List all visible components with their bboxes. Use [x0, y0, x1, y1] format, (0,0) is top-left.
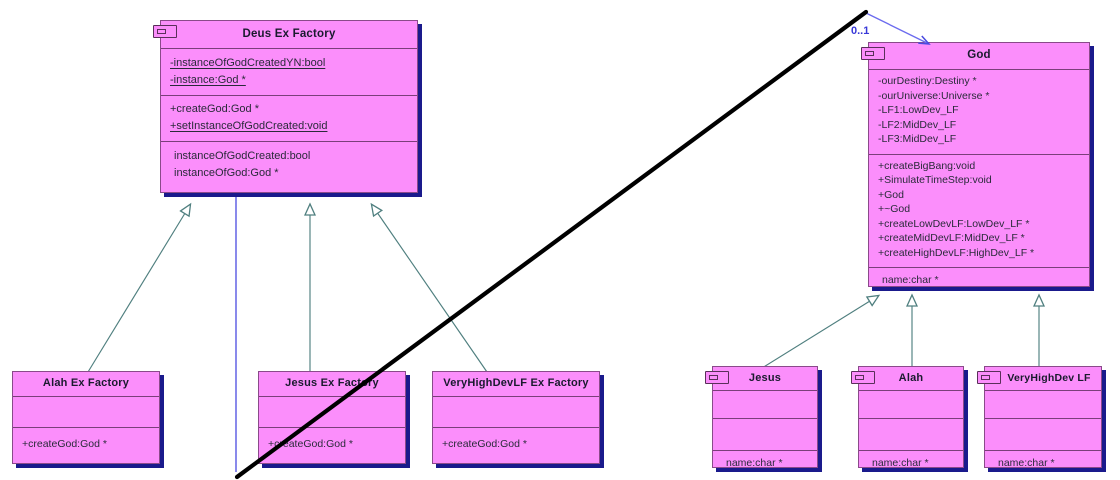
generalization-jesus-to-god [761, 294, 881, 369]
attribute-item: -LF1:LowDev_LF [878, 104, 959, 116]
operation-item: +createMidDevLF:MidDev_LF * [878, 232, 1025, 244]
operation-item: +setInstanceOfGodCreated:void [170, 120, 328, 132]
attributes-compartment-alah-ex-factory [13, 397, 159, 427]
operation-item: +SimulateTimeStep:void [878, 174, 992, 186]
operation-item: +createGod:God * [268, 438, 353, 450]
responsibilities-compartment-deus: instanceOfGodCreated:bool instanceOfGod:… [161, 142, 417, 185]
class-connector-tab-icon [153, 25, 177, 38]
attribute-item: -ourUniverse:Universe * [878, 89, 990, 102]
attribute-item: -LF2:MidDev_LF [878, 118, 957, 131]
association-arrow-to-god [865, 12, 931, 45]
operations-compartment-jesus [713, 419, 817, 450]
responsibility-item: instanceOfGodCreated:bool [174, 150, 311, 162]
compartment-separator [985, 418, 1101, 419]
class-box-alah-ex-factory[interactable]: Alah Ex Factory +createGod:God * [12, 371, 160, 464]
compartment-separator [859, 450, 963, 451]
generalization-alahexfactory-to-deus [87, 202, 192, 373]
operation-item: +createHighDevLF:HighDev_LF * [878, 246, 1035, 259]
attributes-compartment-veryhighdev-lf [985, 391, 1101, 418]
operation-item: +createLowDevLF:LowDev_LF * [878, 217, 1030, 230]
responsibilities-compartment-jesus: name:char * [713, 451, 817, 474]
operation-item: +God [878, 188, 904, 201]
attribute-item: -instance:God * [170, 74, 246, 86]
class-connector-tab-icon [705, 371, 729, 384]
compartment-separator [859, 390, 963, 391]
multiplicity-label-0-1: 0..1 [851, 25, 870, 37]
attribute-item: -instanceOfGodCreatedYN:bool [170, 57, 326, 69]
operations-compartment-alah [859, 419, 963, 450]
operation-item: +createGod:God * [170, 103, 259, 115]
attributes-compartment-deus: -instanceOfGodCreatedYN:bool -instance:G… [161, 49, 417, 92]
compartment-separator [859, 418, 963, 419]
operation-item: +~God [878, 203, 911, 215]
operation-item: +createGod:God * [22, 438, 107, 450]
class-title-alah: Alah [898, 372, 924, 384]
attributes-compartment-god: -ourDestiny:Destiny * -ourUniverse:Unive… [869, 70, 1089, 150]
class-box-deus-ex-factory[interactable]: Deus Ex Factory -instanceOfGodCreatedYN:… [153, 20, 418, 193]
attribute-item: -LF3:MidDev_LF [878, 133, 957, 145]
responsibility-item: name:char * [872, 457, 929, 469]
class-title-alah-ex-factory: Alah Ex Factory [42, 377, 130, 389]
operations-compartment-jesus-ex-factory: +createGod:God * [259, 428, 405, 455]
compartment-separator [13, 396, 159, 397]
class-box-veryhighdevlf-ex-factory[interactable]: VeryHighDevLF Ex Factory +createGod:God … [432, 371, 600, 464]
operation-item: +createBigBang:void [878, 159, 976, 172]
operations-compartment-god: +createBigBang:void +SimulateTimeStep:vo… [869, 155, 1089, 264]
attributes-compartment-jesus [713, 391, 817, 418]
compartment-separator [869, 69, 1089, 70]
class-connector-tab-icon [977, 371, 1001, 384]
operations-compartment-alah-ex-factory: +createGod:God * [13, 428, 159, 455]
operation-item: +createGod:God * [442, 438, 527, 450]
class-box-god[interactable]: God -ourDestiny:Destiny * -ourUniverse:U… [861, 42, 1090, 287]
class-box-alah[interactable]: Alah name:char * [851, 366, 964, 469]
compartment-separator [985, 450, 1101, 451]
responsibility-item: name:char * [998, 457, 1055, 469]
attributes-compartment-jesus-ex-factory [259, 397, 405, 427]
class-box-jesus-ex-factory[interactable]: Jesus Ex Factory +createGod:God * [258, 371, 406, 464]
class-connector-tab-icon [861, 47, 885, 60]
generalization-veryhighdevlfexfactory-to-deus [370, 202, 488, 373]
attribute-item: -ourDestiny:Destiny * [878, 75, 977, 87]
compartment-separator [869, 267, 1089, 268]
class-box-jesus[interactable]: Jesus name:char * [705, 366, 818, 469]
class-box-veryhighdev-lf[interactable]: VeryHighDev LF name:char * [977, 366, 1102, 469]
class-title-god: God [967, 49, 991, 61]
compartment-separator [13, 427, 159, 428]
attributes-compartment-alah [859, 391, 963, 418]
class-title-jesus-ex-factory: Jesus Ex Factory [285, 377, 379, 389]
responsibilities-compartment-god: name:char * [869, 268, 1089, 291]
compartment-separator [985, 390, 1101, 391]
responsibility-item: name:char * [882, 274, 939, 286]
responsibilities-compartment-alah: name:char * [859, 451, 963, 474]
operations-compartment-veryhighdevlf-ex-factory: +createGod:God * [433, 428, 599, 455]
operations-compartment-deus: +createGod:God * +setInstanceOfGodCreate… [161, 96, 417, 138]
class-title-veryhighdev-lf: VeryHighDev LF [1007, 372, 1091, 384]
class-title-deus-ex-factory: Deus Ex Factory [242, 28, 336, 40]
attributes-compartment-veryhighdevlf-ex-factory [433, 397, 599, 427]
operations-compartment-veryhighdev-lf [985, 419, 1101, 450]
responsibilities-compartment-veryhighdev-lf: name:char * [985, 451, 1101, 474]
class-title-veryhighdevlf-ex-factory: VeryHighDevLF Ex Factory [443, 377, 589, 389]
class-connector-tab-icon [851, 371, 875, 384]
compartment-separator [869, 153, 1089, 155]
responsibility-item: name:char * [726, 457, 783, 469]
responsibility-item: instanceOfGod:God * [174, 167, 279, 179]
